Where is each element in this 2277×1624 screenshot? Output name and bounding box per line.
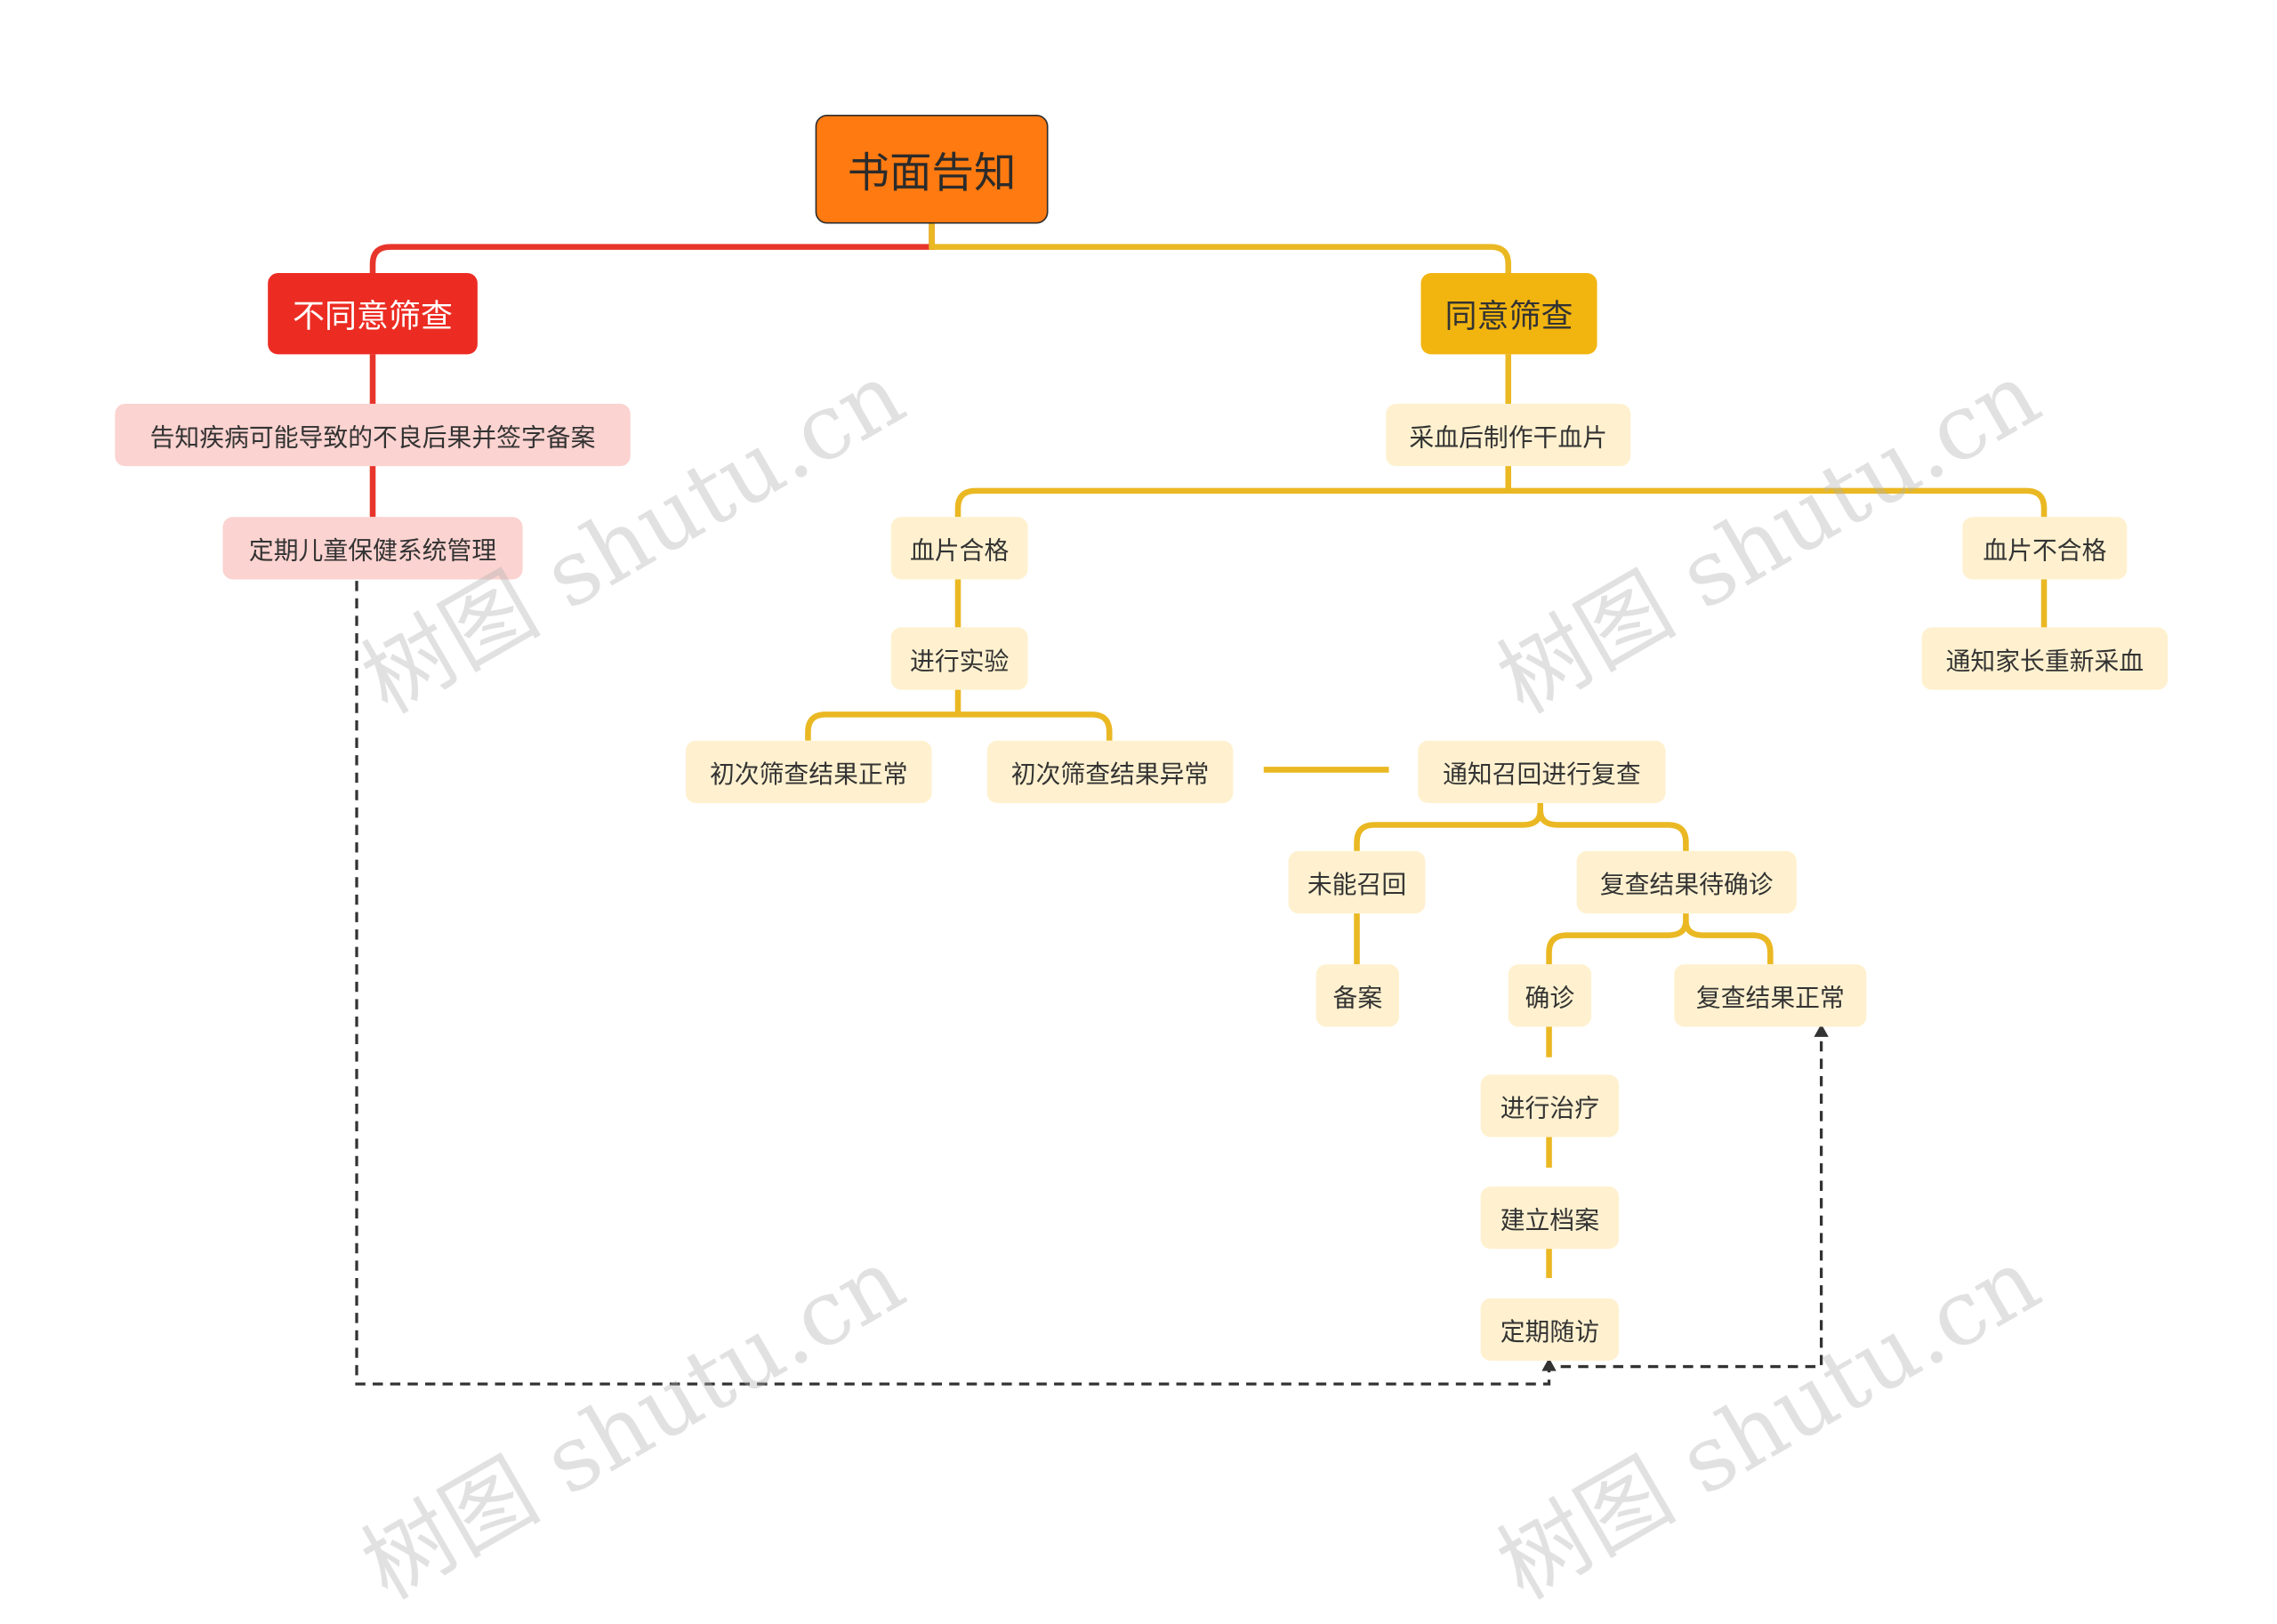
node-recall-recheck[interactable]: 通知召回进行复查 (1418, 740, 1666, 803)
node-archive[interactable]: 备案 (1316, 964, 1399, 1027)
connector-experiment-split (805, 687, 1113, 741)
node-disagree-screening[interactable]: 不同意筛查 (268, 272, 478, 355)
connector-lines (355, 223, 2048, 1386)
node-followup[interactable]: 定期随访 (1480, 1298, 1620, 1362)
feedback-arrow-left (355, 581, 1551, 1386)
node-initial-normal[interactable]: 初次筛查结果正常 (685, 740, 932, 803)
connector-step-split (954, 464, 2048, 518)
node-recheck-pending[interactable]: 复查结果待确诊 (1576, 850, 1797, 914)
node-confirmed[interactable]: 确诊 (1508, 964, 1592, 1027)
connector-root-left (369, 223, 935, 273)
node-not-recalled[interactable]: 未能召回 (1288, 850, 1426, 914)
node-sample-unqualified[interactable]: 血片不合格 (1962, 517, 2128, 580)
mind-map-canvas: 书面告知 不同意筛查 告知疾病可能导致的不良后果并签字备案 定期儿童保健系统管理… (115, 114, 2168, 1620)
node-blood-sample[interactable]: 采血后制作干血片 (1386, 403, 1631, 467)
node-notify-resample[interactable]: 通知家长重新采血 (1921, 627, 2168, 690)
node-sample-qualified[interactable]: 血片合格 (890, 517, 1028, 580)
connector-pending-split (1546, 912, 1774, 965)
arrowhead-followup (1541, 1357, 1557, 1371)
node-inform-consequences[interactable]: 告知疾病可能导致的不良后果并签字备案 (115, 403, 631, 467)
root-node[interactable]: 书面告知 (815, 114, 1049, 224)
node-recheck-normal[interactable]: 复查结果正常 (1674, 964, 1867, 1027)
node-regular-child-care[interactable]: 定期儿童保健系统管理 (222, 517, 523, 580)
node-treatment[interactable]: 进行治疗 (1480, 1074, 1620, 1138)
node-initial-abnormal[interactable]: 初次筛查结果异常 (986, 740, 1234, 803)
connector-root-right (929, 223, 1511, 273)
node-agree-screening[interactable]: 同意筛查 (1420, 272, 1597, 355)
node-experiment[interactable]: 进行实验 (890, 627, 1028, 690)
connector-recall-split (1354, 801, 1689, 851)
arrowhead-recheck-normal (1814, 1024, 1829, 1037)
node-build-record[interactable]: 建立档案 (1480, 1186, 1620, 1250)
